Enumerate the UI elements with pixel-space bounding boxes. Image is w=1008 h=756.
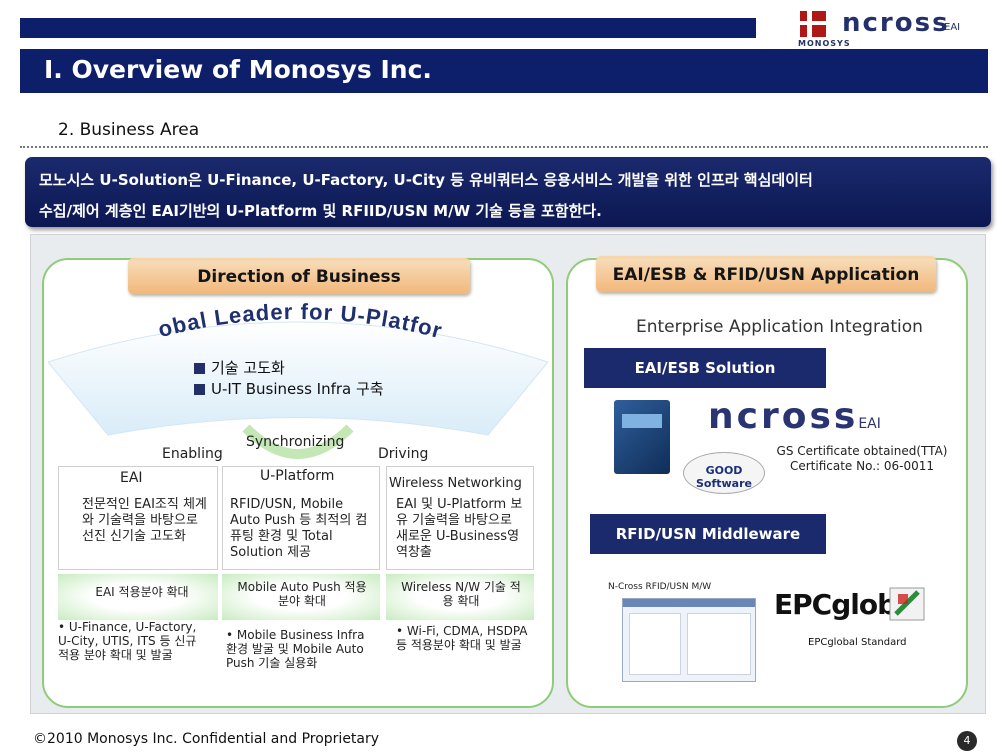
eai-solution-text: EAI/ESB Solution <box>634 359 776 377</box>
good-software-badge: GOOD Software <box>683 452 765 494</box>
summary-banner: 모노시스 U-Solution은 U-Finance, U-Factory, U… <box>25 157 991 227</box>
direction-bullets: 기술 고도화 U-IT Business Infra 구축 <box>194 358 384 400</box>
top-accent-bar <box>20 18 756 38</box>
middleware-screenshot <box>622 598 756 682</box>
epc-badge-icon <box>889 587 925 621</box>
application-heading-text: EAI/ESB & RFID/USN Application <box>612 265 920 285</box>
product-box-image <box>614 400 670 474</box>
wireless-description: EAI 및 U-Platform 보유 기술력을 바탕으로 새로운 U-Busi… <box>396 497 523 560</box>
bullet-text: 기술 고도화 <box>211 359 285 377</box>
wireless-band <box>386 574 534 620</box>
uplatform-band <box>222 574 380 620</box>
ncross-logo-suffix: EAI <box>858 416 881 432</box>
good-software-text: GOOD Software <box>696 464 752 490</box>
window-titlebar <box>623 599 755 607</box>
label-driving: Driving <box>378 446 429 462</box>
bullet-item: U-IT Business Infra 구축 <box>194 379 384 400</box>
uplatform-description: RFID/USN, Mobile Auto Push 등 최적의 컴퓨팅 환경 … <box>230 497 368 560</box>
window-pane <box>687 613 751 675</box>
label-eai: EAI <box>120 470 143 486</box>
ncross-logo-text: ncross <box>708 396 859 437</box>
page-title: I. Overview of Monosys Inc. <box>44 55 432 84</box>
eai-bullet: • U-Finance, U-Factory, U-City, UTIS, IT… <box>58 620 197 662</box>
square-bullet-icon <box>194 384 205 395</box>
label-wireless: Wireless Networking <box>389 476 522 491</box>
direction-heading-text: Direction of Business <box>197 267 401 287</box>
certificate-info: GS Certificate obtained(TTA) Certificate… <box>772 444 952 474</box>
logo-brand: ncross <box>842 8 950 38</box>
banner-line-1: 모노시스 U-Solution은 U-Finance, U-Factory, U… <box>39 171 813 189</box>
uplatform-band-text: Mobile Auto Push 적용분야 확대 <box>237 580 367 608</box>
company-logo: ncross EAI MONOSYS <box>798 8 968 50</box>
wireless-column-box <box>386 466 534 570</box>
epcglobal-standard: EPCglobal Standard <box>808 637 907 648</box>
eai-band <box>58 574 218 620</box>
page-number: 4 <box>957 731 977 751</box>
eai-description: 전문적인 EAI조직 체계와 기술력을 바탕으로 선진 신기술 고도화 <box>82 497 207 544</box>
section-title: 2. Business Area <box>58 120 200 140</box>
title-bar: I. Overview of Monosys Inc. <box>20 49 988 93</box>
banner-line-2: 수집/제어 계층인 EAI기반의 U-Platform 및 RFIID/USN … <box>39 202 602 220</box>
logo-company: MONOSYS <box>798 39 851 48</box>
middleware-caption: N-Cross RFID/USN M/W <box>608 582 712 592</box>
certificate-line-2: Certificate No.: 06-0011 <box>789 459 935 473</box>
wireless-band-text: Wireless N/W 기술 적용 확대 <box>401 580 521 608</box>
wireless-bullet: • Wi-Fi, CDMA, HSDPA 등 적용분야 확대 및 발굴 <box>396 624 528 652</box>
sync-arc <box>242 424 354 459</box>
leader-arc: Global Leader for U-Platform <box>48 300 548 459</box>
bullet-item: 기술 고도화 <box>194 358 384 379</box>
bullet-text: U-IT Business Infra 구축 <box>211 380 384 398</box>
application-heading: EAI/ESB & RFID/USN Application <box>596 256 936 292</box>
eai-band-text: EAI 적용분야 확대 <box>95 585 189 599</box>
rfid-middleware-label: RFID/USN Middleware <box>590 514 826 554</box>
label-synchronizing: Synchronizing <box>246 434 345 450</box>
ncross-logo: ncrossEAI <box>708 396 881 437</box>
window-pane <box>629 613 681 675</box>
uplatform-bullet: • Mobile Business Infra 환경 발굴 및 Mobile A… <box>226 628 365 670</box>
logo-brand-suffix: EAI <box>944 22 961 33</box>
direction-heading: Direction of Business <box>128 258 470 294</box>
label-enabling: Enabling <box>162 446 223 462</box>
monosys-mark-icon <box>800 11 826 37</box>
square-bullet-icon <box>194 363 205 374</box>
eai-column-box <box>58 466 218 570</box>
label-uplatform: U-Platform <box>260 468 335 484</box>
certificate-line-1: GS Certificate obtained(TTA) <box>776 444 948 458</box>
uplatform-column-box <box>222 466 380 570</box>
eai-solution-label: EAI/ESB Solution <box>584 348 826 388</box>
footer-copyright: ©2010 Monosys Inc. Confidential and Prop… <box>33 731 380 747</box>
section-divider <box>20 146 988 148</box>
eai-subheading: Enterprise Application Integration <box>636 317 923 337</box>
rfid-middleware-text: RFID/USN Middleware <box>615 525 801 543</box>
